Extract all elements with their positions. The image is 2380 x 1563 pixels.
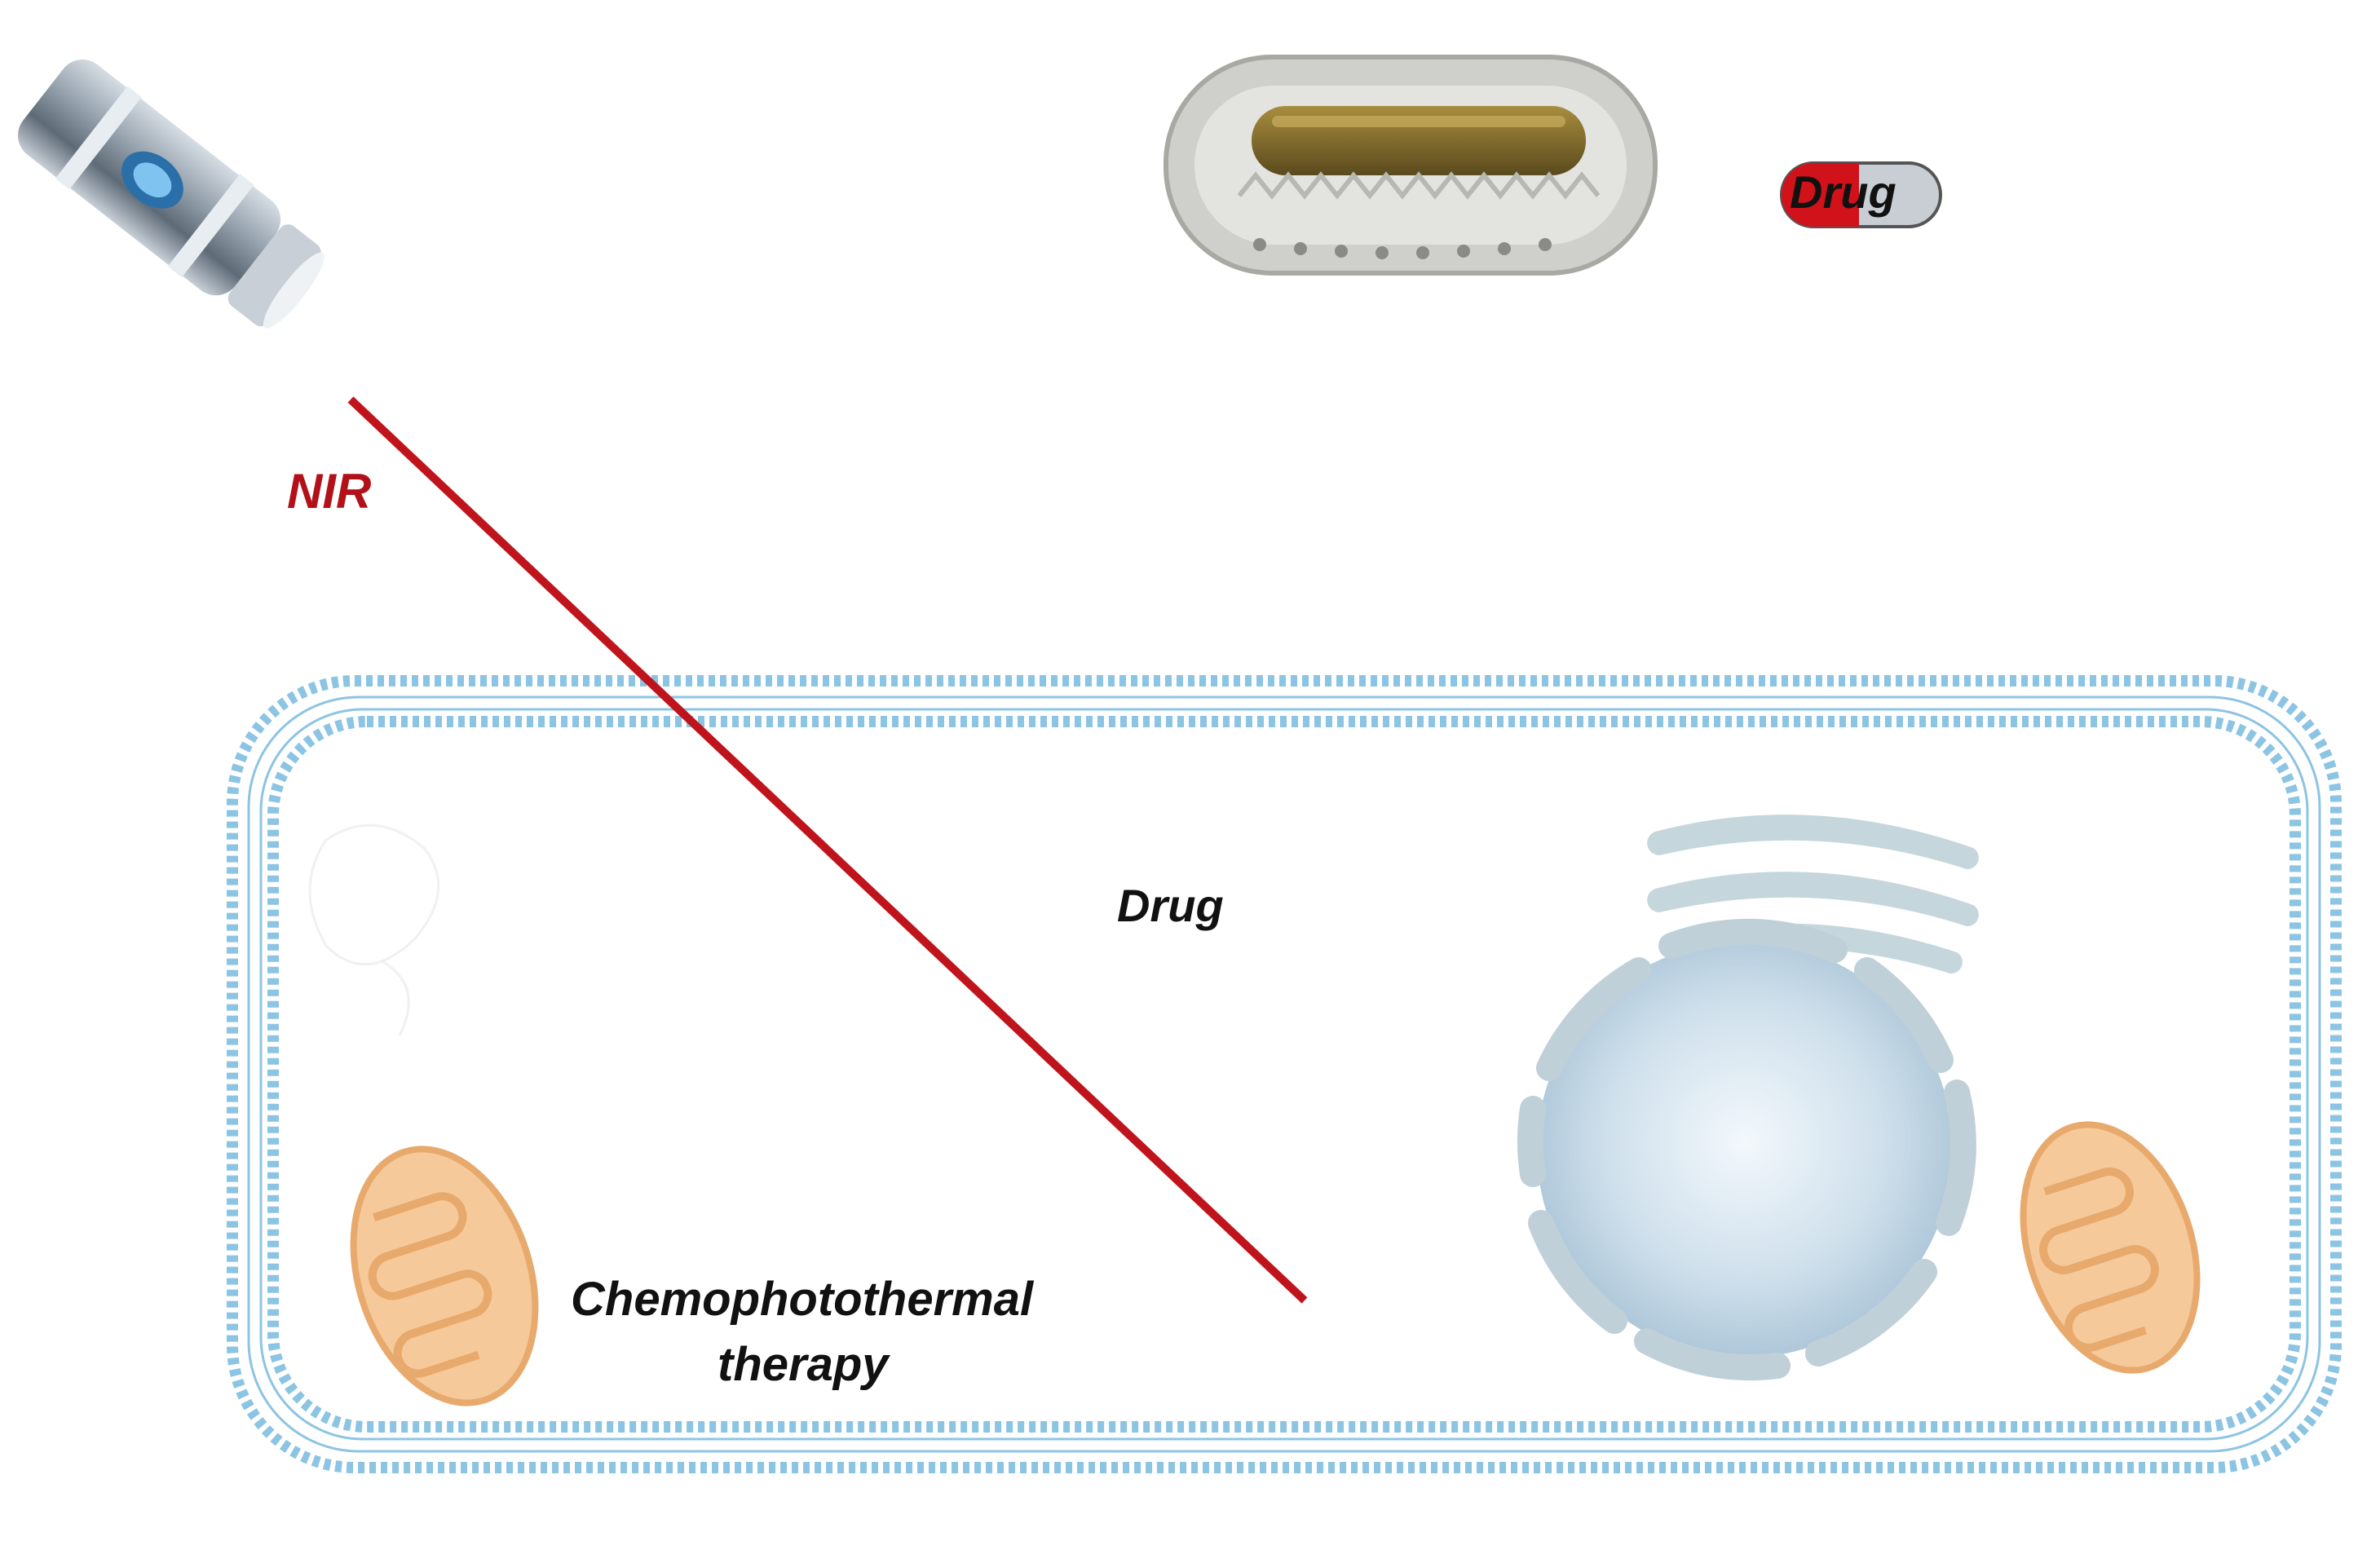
cell-membrane (227, 675, 2342, 1473)
caption-line-1: Chemophotothermal (571, 1273, 1034, 1326)
mitochondria-icon (350, 1146, 539, 1406)
mitochondria-icon (2020, 1121, 2201, 1374)
drug-capsule-icon (1780, 161, 1942, 228)
caption-line-2: therapy (718, 1338, 889, 1391)
faint-organelle-sketch (308, 823, 440, 1036)
nucleus-icon (1517, 918, 1976, 1381)
nir-laser-beam (347, 396, 1308, 1304)
drug-label-top: Drug (1790, 166, 1896, 218)
nir-laser-pointer-icon (18, 60, 325, 329)
drug-label-bottom: Drug (1117, 880, 1224, 931)
nir-label: NIR (287, 464, 372, 519)
porous-rod-nanocapsule (1164, 55, 1658, 276)
